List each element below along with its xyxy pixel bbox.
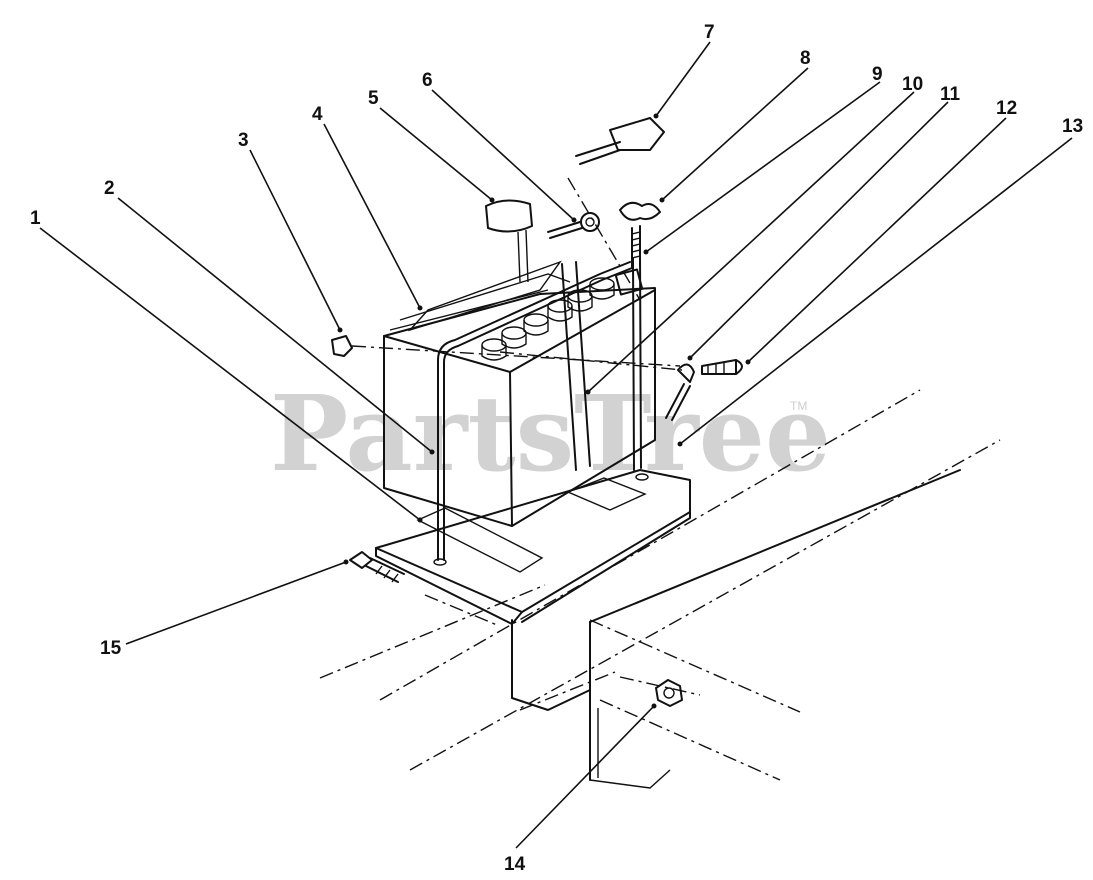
callout-13: 13 — [1062, 116, 1083, 137]
callout-11: 11 — [940, 84, 961, 105]
battery-tray — [375, 469, 691, 625]
callout-14: 14 — [504, 854, 526, 875]
nut-14 — [655, 679, 683, 707]
callout-2: 2 — [104, 178, 115, 199]
callout-15: 15 — [100, 638, 122, 659]
callout-6: 6 — [422, 70, 433, 91]
terminal-cover-5 — [485, 199, 533, 283]
cable-terminal-11 — [665, 363, 695, 421]
callout-labels: 1 2 3 4 5 6 7 8 9 10 11 12 13 14 15 — [30, 22, 1083, 875]
bolt-9 — [631, 225, 641, 269]
leader-lines — [39, 41, 1073, 849]
callout-4: 4 — [312, 104, 323, 125]
callout-8: 8 — [800, 48, 811, 69]
callout-7: 7 — [704, 22, 715, 43]
screw-12 — [701, 359, 743, 375]
cable-cap-7 — [575, 117, 665, 165]
alignment-lines — [351, 345, 683, 371]
watermark-trademark: TM — [790, 399, 807, 413]
callout-5: 5 — [368, 88, 379, 109]
hold-down-strap — [561, 255, 642, 471]
hold-down-rod — [437, 261, 633, 561]
frame-bracket — [511, 469, 961, 789]
screw-6 — [547, 212, 600, 239]
bolt-15 — [349, 551, 405, 583]
callout-12: 12 — [996, 98, 1017, 119]
watermark-text: PartsTree — [270, 372, 831, 495]
callout-1: 1 — [30, 208, 41, 229]
nut-3 — [331, 335, 353, 357]
terminal-clamp — [614, 268, 644, 296]
callout-3: 3 — [238, 130, 249, 151]
callout-9: 9 — [872, 64, 883, 85]
leader-dots — [337, 113, 751, 709]
watermark: PartsTree TM — [270, 372, 831, 495]
wing-nut-8 — [619, 201, 661, 221]
callout-10: 10 — [902, 74, 923, 95]
